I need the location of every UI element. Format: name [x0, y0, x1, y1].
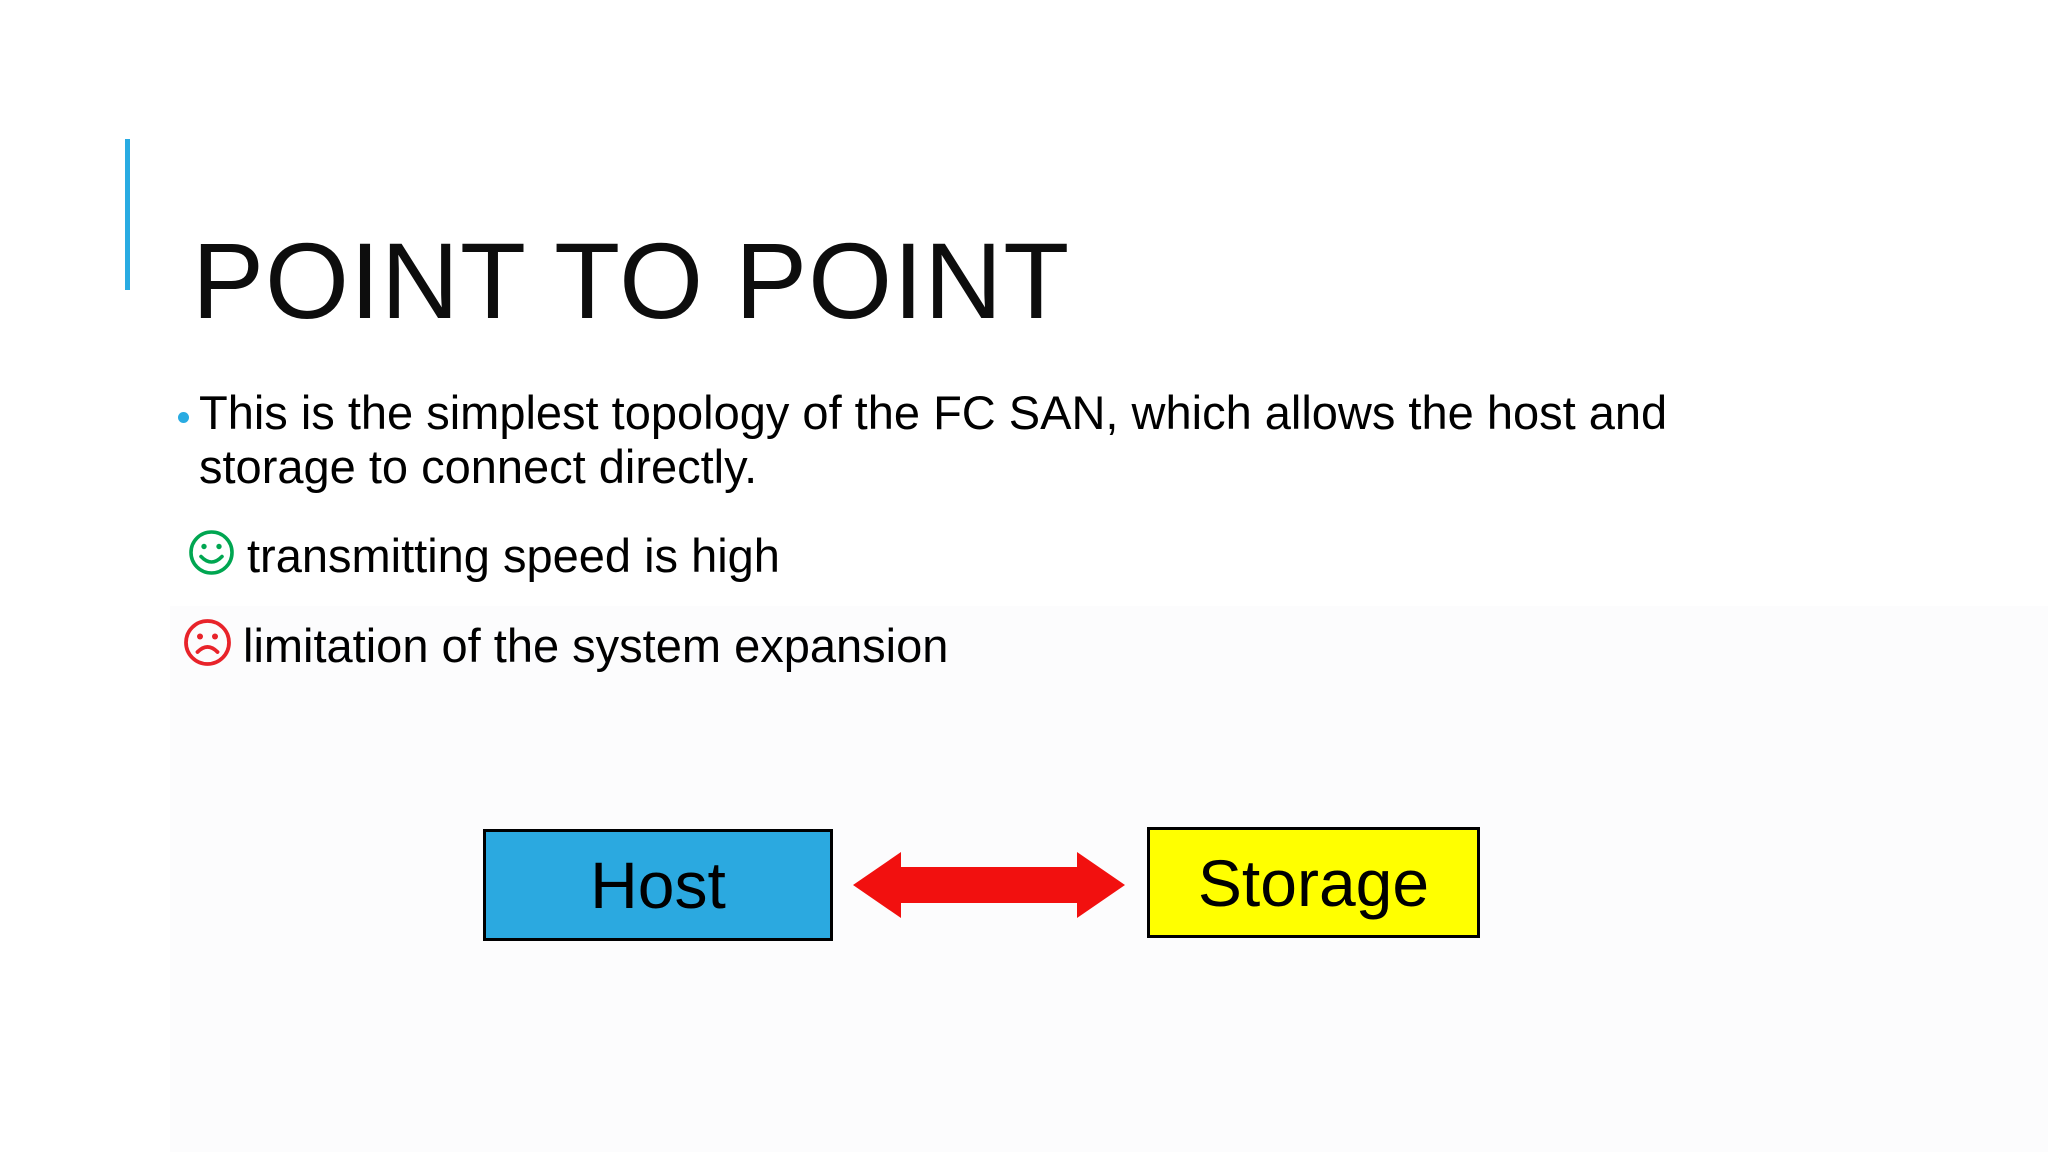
con-text: limitation of the system expansion: [243, 618, 949, 672]
host-box: Host: [483, 829, 833, 941]
host-label: Host: [590, 848, 726, 922]
pro-point: transmitting speed is high: [188, 528, 780, 582]
bidirectional-arrow-icon: [853, 852, 1125, 918]
storage-label: Storage: [1197, 845, 1430, 920]
storage-box: Storage: [1147, 827, 1480, 938]
bullet-dot: [178, 412, 189, 423]
bullet-line-2: storage to connect directly.: [199, 440, 758, 493]
bullet-line-1: This is the simplest topology of the FC …: [199, 386, 1668, 439]
bullet-text: This is the simplest topology of the FC …: [199, 386, 1667, 494]
slide-title: POINT TO POINT: [192, 220, 1071, 342]
con-point: limitation of the system expansion: [183, 618, 949, 672]
smiley-face-icon: [188, 529, 235, 581]
title-accent-bar: [125, 139, 130, 290]
frowny-face-icon: [183, 618, 232, 672]
bullet-item: This is the simplest topology of the FC …: [176, 386, 1667, 494]
pro-text: transmitting speed is high: [247, 528, 780, 582]
